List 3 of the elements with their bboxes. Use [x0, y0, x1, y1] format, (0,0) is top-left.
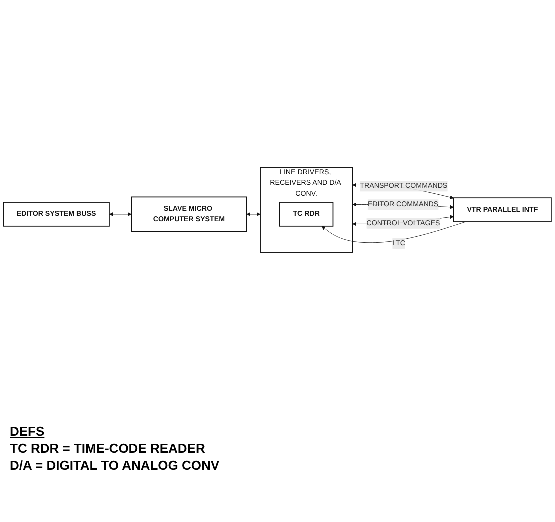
definition-text: D/A = DIGITAL TO ANALOG CONV [10, 458, 220, 473]
heading-text: DEFS [10, 424, 45, 439]
definition-text: TC RDR = TIME-CODE READER [10, 441, 206, 456]
